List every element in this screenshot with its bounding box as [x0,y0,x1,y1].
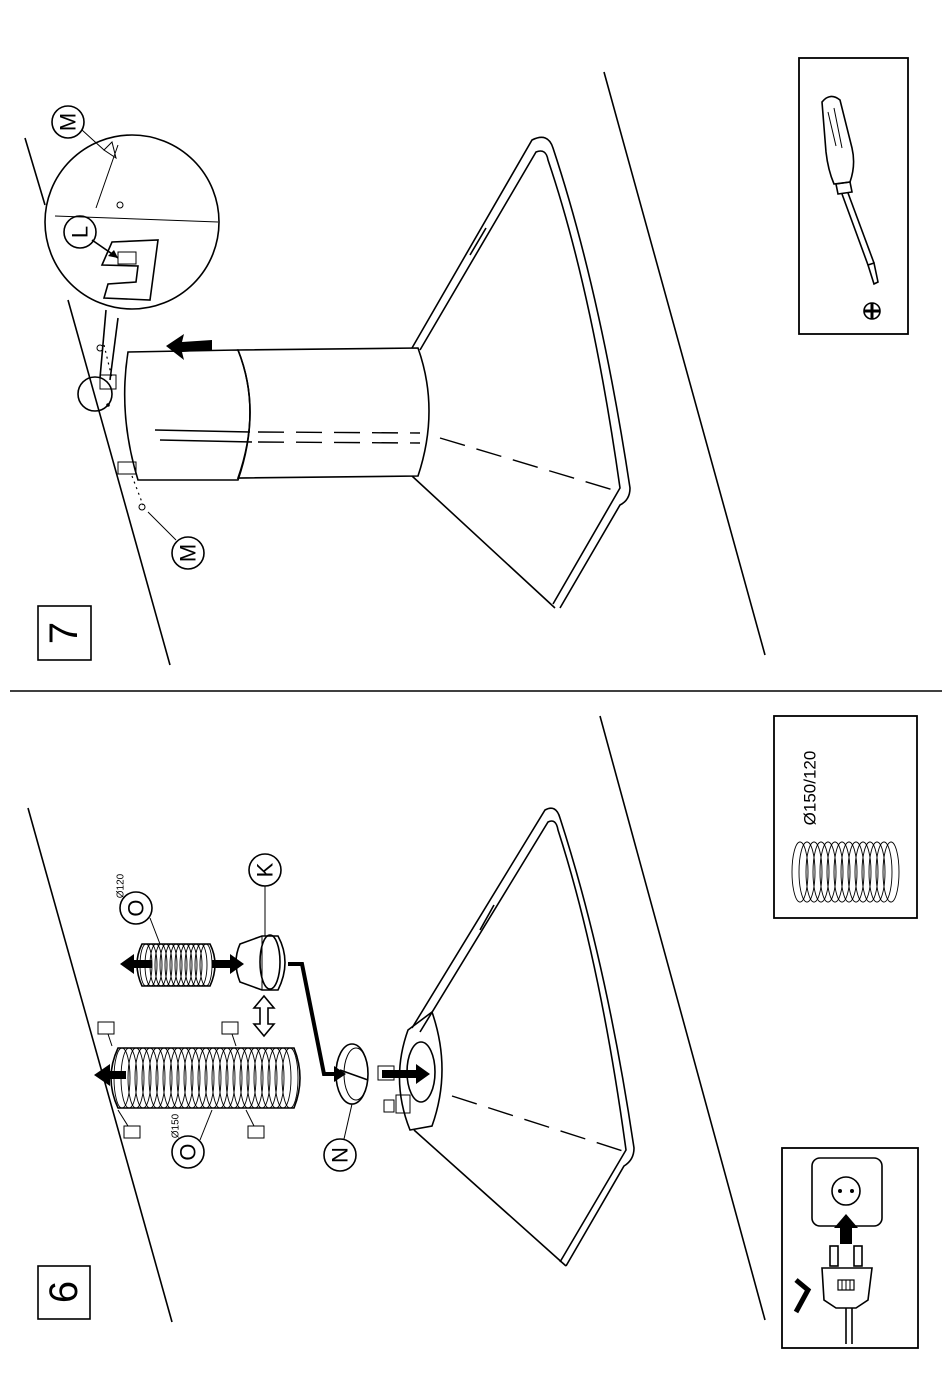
ceiling-line-top [25,138,45,205]
svg-text:L: L [68,226,93,238]
hood-canopy-7 [412,137,630,608]
slide-up-arrow [166,334,212,360]
step-7-panel: 7 [25,58,908,665]
callout-m-bottom: M [148,512,204,569]
callout-m-top: M [52,106,104,150]
reducer-k [236,935,285,990]
chimney-lower-section [238,348,429,478]
hose-box-diameter-label: Ø150/120 [801,751,820,826]
hood-canopy-6 [378,808,634,1266]
svg-text:M: M [56,113,81,131]
flexible-hose-150 [94,1022,300,1138]
diameter-150-label: Ø150 [171,1113,182,1138]
hose-box: Ø150/120 [774,716,917,918]
callout-l: L [64,216,118,258]
callout-o-120: O Ø120 [116,873,161,944]
step-6-panel: 6 [28,716,918,1348]
hose-120-arrow [120,954,152,974]
callout-n: N [324,1104,356,1171]
plug-box [782,1148,918,1348]
diameter-120-label: Ø120 [116,873,127,898]
chimney-upper-section [125,350,252,480]
ceiling-line-right [604,72,765,655]
ceiling-line-right-6 [600,716,765,1320]
hose-120-to-k-arrow [212,954,244,974]
flexible-hose-120 [120,944,244,986]
svg-text:N: N [328,1147,353,1163]
callout-k: K [249,854,281,936]
svg-text:O: O [124,899,149,916]
step-7-number: 7 [42,622,86,644]
svg-text:O: O [176,1143,201,1160]
phillips-head-icon [864,303,880,319]
svg-text:M: M [176,544,201,562]
n-to-hood-arrow [382,1064,430,1084]
callout-o-150: O Ø150 [171,1110,213,1168]
detail-magnifier [45,135,219,411]
swap-double-arrow [254,996,274,1036]
tool-box [799,58,908,334]
svg-text:K: K [253,862,278,877]
step-6-number: 6 [42,1281,86,1303]
